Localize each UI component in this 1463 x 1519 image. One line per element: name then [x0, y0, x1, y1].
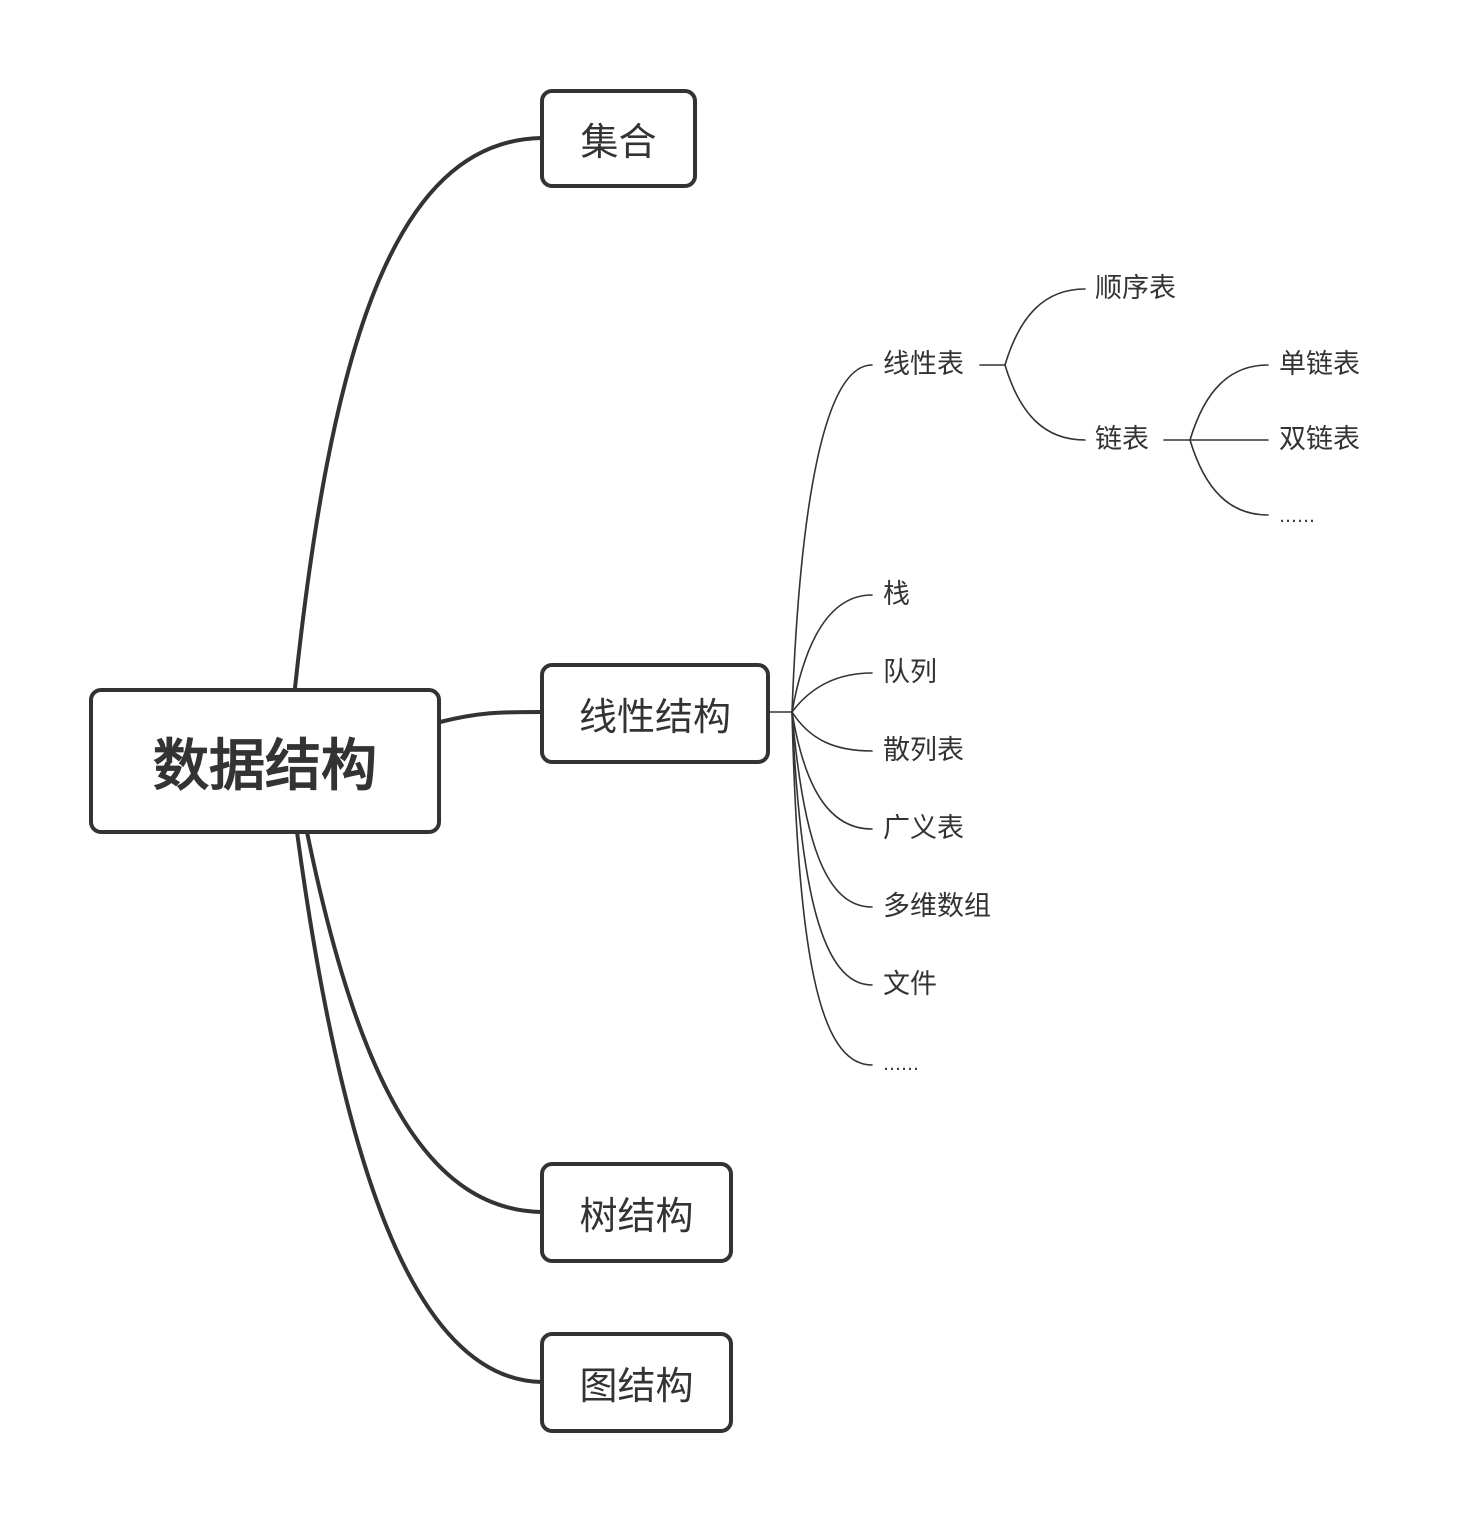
node-file: 文件 — [883, 969, 937, 1000]
connector-stack — [791, 594, 873, 713]
node-linear-list: 线性表 — [883, 349, 964, 380]
connector-root-set — [293, 136, 544, 690]
connector-singly-linked — [1189, 364, 1269, 441]
node-set: 集合 — [540, 89, 697, 188]
connector-root-tree — [305, 830, 544, 1214]
connector-root-linear — [438, 710, 544, 724]
node-linear-more: …… — [883, 1054, 919, 1075]
node-singly-linked-list: 单链表 — [1279, 349, 1360, 380]
node-linear-structure: 线性结构 — [540, 663, 770, 764]
connector-file — [791, 711, 873, 986]
connector-multi-array — [791, 711, 873, 908]
node-linked-list: 链表 — [1095, 424, 1149, 455]
node-queue: 队列 — [883, 657, 937, 688]
connector-linked-list — [1004, 364, 1086, 441]
node-graph-structure: 图结构 — [540, 1332, 733, 1433]
connector-hash-table — [791, 711, 873, 752]
node-linked-more: …… — [1279, 506, 1315, 527]
connector-root-graph — [295, 830, 544, 1384]
node-stack: 栈 — [883, 579, 910, 610]
node-doubly-linked-list: 双链表 — [1279, 424, 1360, 455]
connector-linear-more — [791, 711, 873, 1066]
connector-queue — [791, 672, 873, 713]
node-sequential-list: 顺序表 — [1095, 273, 1176, 304]
connector-linked-more — [1189, 439, 1269, 516]
node-hash-table: 散列表 — [883, 735, 964, 766]
connector-sequential-list — [1004, 288, 1086, 366]
node-multi-array: 多维数组 — [883, 891, 991, 922]
connector-generalized-list — [791, 711, 873, 830]
node-tree-structure: 树结构 — [540, 1162, 733, 1263]
root-node: 数据结构 — [89, 688, 441, 834]
node-generalized-list: 广义表 — [883, 813, 964, 844]
connector-linear-list — [791, 364, 873, 713]
